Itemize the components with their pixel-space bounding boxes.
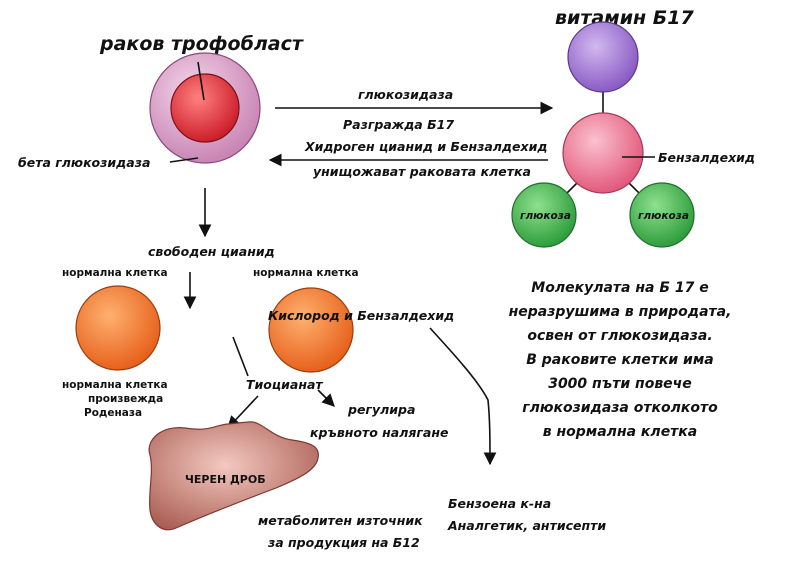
metabolic-line-2: за продукция на Б12	[267, 535, 420, 550]
benzaldehyde-sphere	[562, 112, 644, 194]
note-line-7: в нормална клетка	[543, 424, 698, 440]
trophoblast-pointer	[197, 61, 205, 101]
liver-label: ЧЕРЕН ДРОБ	[185, 473, 266, 486]
normal-produces-line-1: нормална клетка	[62, 379, 168, 391]
breaks-down-label: Разгражда Б17	[343, 117, 454, 132]
note-line-3: освен от глюкозидаза.	[527, 328, 712, 344]
regulates-line-1: регулира	[347, 402, 415, 417]
thiocyanate-label: Тиоцианат	[246, 377, 323, 392]
note-line-2: неразрушима в природата,	[509, 304, 732, 320]
normal-produces-line-2: произвежда	[88, 393, 163, 405]
oxygen-benzaldehyde-label: Кислород и Бензалдехид	[268, 308, 454, 323]
arrow-to-liver	[227, 395, 259, 429]
normal-produces-line-3: Роденаза	[84, 407, 142, 419]
glucose-label-right: глюкоза	[638, 210, 689, 222]
note-line-5: 3000 пъти повече	[548, 376, 692, 392]
thiocyanate-connector	[232, 336, 249, 377]
destroy-cell-label: унищожават раковата клетка	[313, 164, 531, 179]
normal-cell-right	[268, 287, 354, 373]
trophoblast-title: раков трофобласт	[99, 33, 304, 55]
hydrogen-cyanide-label: Хидроген цианид и Бензалдехид	[304, 139, 547, 154]
regulates-line-2: кръвното налягане	[310, 425, 448, 440]
trophoblast-cell	[149, 52, 261, 164]
normal-cell-label-1: нормална клетка	[62, 267, 168, 279]
metabolic-line-1: метаболитен източник	[258, 513, 423, 528]
purple-sphere	[567, 21, 639, 93]
note-line-4: В раковите клетки има	[526, 352, 714, 368]
glucosidase-label: глюкозидаза	[358, 87, 453, 102]
b17-molecule	[511, 21, 695, 248]
glucose-label-left: глюкоза	[520, 210, 571, 222]
beta-glucosidase-pointer	[169, 157, 199, 163]
glucose-sphere-right	[629, 182, 695, 248]
glucose-sphere-left	[511, 182, 577, 248]
trophoblast-nucleus	[170, 73, 240, 143]
note-block: Молекулата на Б 17 е неразрушима в приро…	[509, 280, 732, 440]
vitamin-title: витамин Б17	[555, 7, 694, 29]
beta-glucosidase-label: бета глюкозидаза	[18, 155, 150, 170]
liver-shape	[148, 421, 319, 531]
benzoic-line-2: Аналгетик, антисепти	[447, 518, 606, 533]
normal-cell-label-2: нормална клетка	[253, 267, 359, 279]
note-line-1: Молекулата на Б 17 е	[531, 280, 708, 296]
note-line-6: глюкозидаза отколкото	[522, 400, 718, 416]
arrow-to-benzoic	[429, 327, 497, 466]
normal-cell-left	[75, 285, 161, 371]
benzaldehyde-label: Бензалдехид	[658, 150, 755, 165]
free-cyanide-label: свободен цианид	[148, 244, 275, 259]
arrow-to-regulate	[317, 389, 335, 407]
benzoic-line-1: Бензоена к-на	[448, 496, 551, 511]
